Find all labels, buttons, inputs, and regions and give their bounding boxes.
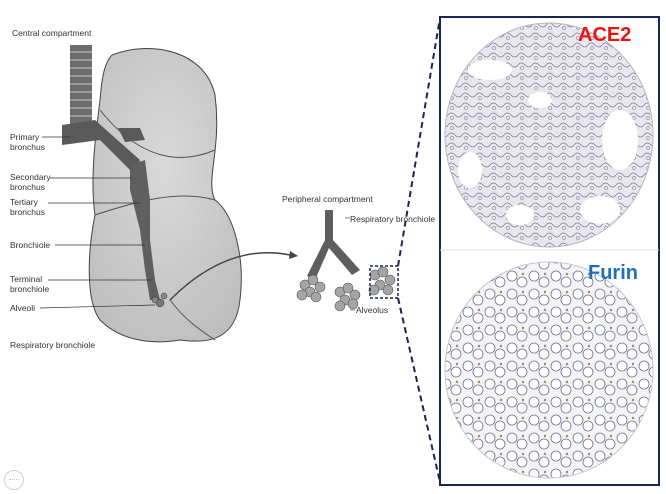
zoom-line-top — [397, 17, 441, 267]
ace2-label: ACE2 — [578, 24, 632, 46]
lung-illustration — [39, 45, 298, 343]
furin-micrograph — [444, 261, 654, 479]
label-central-compartment: Central compartment — [12, 28, 92, 38]
furin-label: Furin — [588, 262, 638, 284]
label-tertiary-bronchus: Tertiary bronchus — [10, 197, 45, 217]
label-peripheral-compartment: Peripheral compartment — [282, 194, 373, 204]
label-alveolus: Alveolus — [356, 305, 389, 315]
label-terminal-bronchiole: Terminal bronchiole — [10, 274, 50, 294]
peripheral-airway-illustration — [296, 210, 399, 312]
label-primary-bronchus: Primary bronchus — [10, 132, 45, 152]
label-alveoli: Alveoli — [10, 303, 36, 313]
label-bronchiole: Bronchiole — [10, 240, 51, 250]
more-options-icon[interactable] — [4, 470, 24, 490]
label-respiratory-bronchiole: Respiratory bronchiole — [350, 214, 436, 224]
label-secondary-bronchus: Secondary bronchus — [10, 172, 51, 192]
label-respiratory-bronchiole-cut: Respiratory bronchiole — [10, 340, 96, 350]
zoom-line-bottom — [397, 297, 441, 483]
micrograph-panels — [439, 16, 660, 486]
